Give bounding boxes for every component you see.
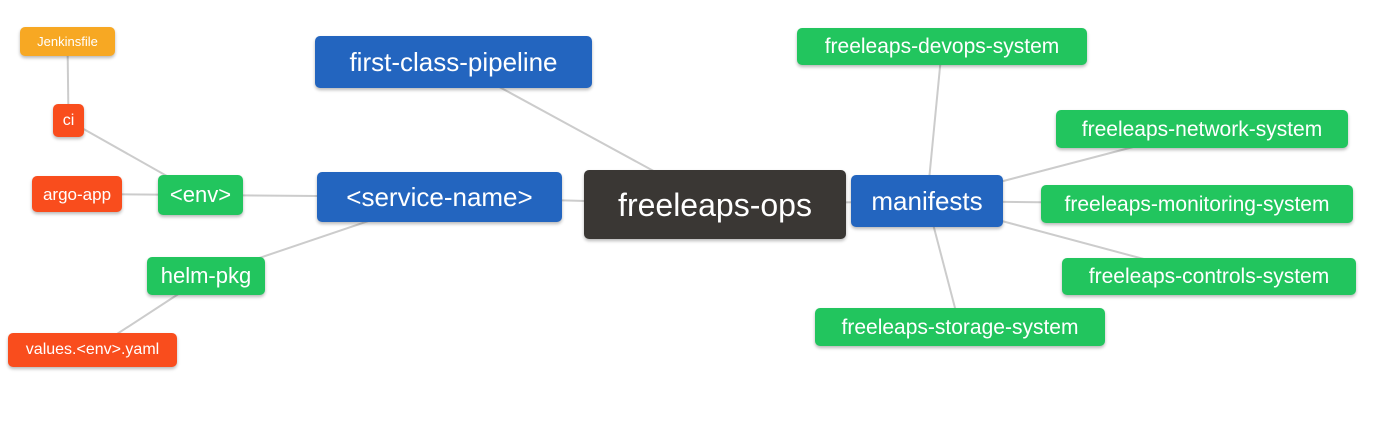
node-ci[interactable]: ci [53,104,84,137]
node-values-env-yaml[interactable]: values.<env>.yaml [8,333,177,367]
node-freeleaps-storage-system[interactable]: freeleaps-storage-system [815,308,1105,346]
node-first-class-pipeline[interactable]: first-class-pipeline [315,36,592,88]
node-freeleaps-network-system[interactable]: freeleaps-network-system [1056,110,1348,148]
node-freeleaps-monitoring-system[interactable]: freeleaps-monitoring-system [1041,185,1353,223]
node-helm-pkg[interactable]: helm-pkg [147,257,265,295]
node-freeleaps-ops[interactable]: freeleaps-ops [584,170,846,239]
node-env[interactable]: <env> [158,175,243,215]
node-argo-app[interactable]: argo-app [32,176,122,212]
node-jenkinsfile[interactable]: Jenkinsfile [20,27,115,56]
node-freeleaps-controls-system[interactable]: freeleaps-controls-system [1062,258,1356,295]
node-freeleaps-devops-system[interactable]: freeleaps-devops-system [797,28,1087,65]
node-service-name[interactable]: <service-name> [317,172,562,222]
node-manifests[interactable]: manifests [851,175,1003,227]
